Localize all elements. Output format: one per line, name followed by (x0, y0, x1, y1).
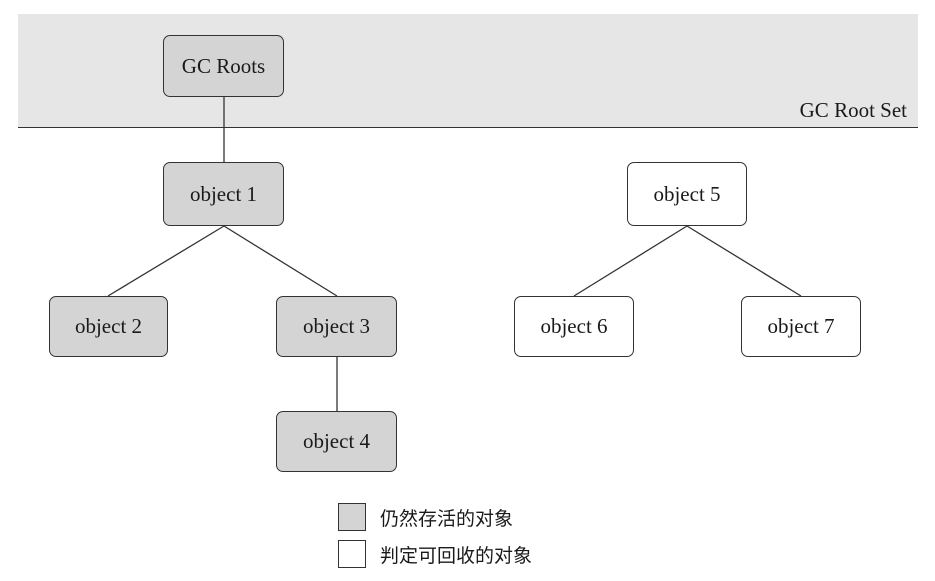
edge-object5-object6 (573, 225, 688, 297)
object-4-node: object 4 (276, 411, 397, 472)
edge-object1-object2 (107, 225, 225, 297)
legend-collectable-label: 判定可回收的对象 (380, 544, 533, 567)
object-3-node: object 3 (276, 296, 397, 357)
edge-object1-object3 (223, 225, 338, 297)
legend-alive-label: 仍然存活的对象 (380, 507, 514, 530)
legend-alive-swatch (338, 503, 366, 531)
object-6-node: object 6 (514, 296, 634, 357)
legend-collectable: 判定可回收的对象 (338, 540, 532, 568)
edge-object5-object7 (686, 225, 802, 297)
object-1-node: object 1 (163, 162, 284, 226)
gc-roots-node: GC Roots (163, 35, 284, 97)
object-2-node: object 2 (49, 296, 168, 357)
object-5-node: object 5 (627, 162, 747, 226)
legend-collectable-swatch (338, 540, 366, 568)
object-7-node: object 7 (741, 296, 861, 357)
gc-root-set-label: GC Root Set (799, 98, 907, 122)
legend-alive: 仍然存活的对象 (338, 503, 513, 531)
